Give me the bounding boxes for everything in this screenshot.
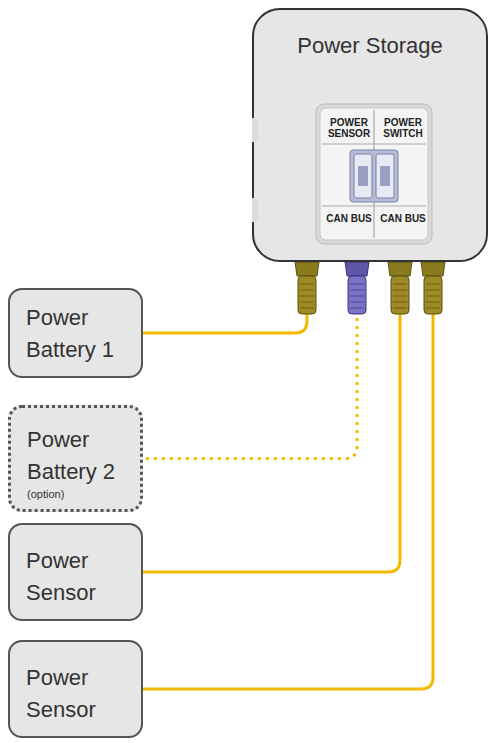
plug	[421, 262, 445, 314]
storage-unit: Power StoragePOWER SENSORPOWER SWITCH CAN…	[252, 8, 488, 262]
battery-box: Power Battery 1	[8, 288, 143, 378]
node-title: Power Sensor	[26, 545, 131, 609]
node-title: Power Sensor	[26, 662, 131, 726]
node-title: Power Battery 2	[27, 424, 130, 488]
plug	[295, 262, 319, 314]
plug	[345, 262, 369, 314]
cable	[143, 262, 357, 458]
cable	[143, 262, 307, 333]
sensor-box: Power Sensor	[8, 523, 143, 621]
node-title: Power Battery 1	[26, 302, 131, 366]
node-note: (option)	[27, 488, 130, 501]
sensor-box: Power Sensor	[8, 640, 143, 738]
plug	[388, 262, 412, 314]
port-label: CAN BUS	[322, 214, 376, 225]
port-label: CAN BUS	[376, 214, 430, 225]
port-label: POWER SWITCH	[376, 118, 430, 139]
port-label: POWER SENSOR	[322, 118, 376, 139]
cable	[143, 262, 433, 689]
cable	[143, 262, 400, 572]
node-title: Power Storage	[254, 30, 486, 62]
battery-box-optional: Power Battery 2(option)	[8, 405, 143, 512]
